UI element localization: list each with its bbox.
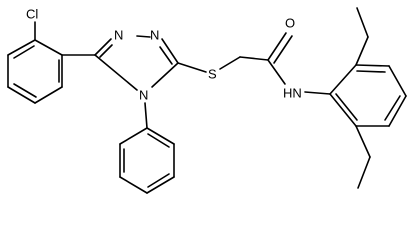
bond bbox=[388, 95, 407, 127]
bond bbox=[267, 32, 287, 61]
bond bbox=[151, 62, 179, 88]
molecule-diagram: Cl N N N S O HN bbox=[7, 7, 407, 194]
bond bbox=[355, 64, 390, 67]
bond bbox=[13, 83, 37, 98]
bond bbox=[147, 173, 170, 188]
bond bbox=[146, 176, 175, 194]
bond bbox=[99, 44, 113, 58]
bond bbox=[356, 7, 369, 38]
bonds bbox=[7, 7, 407, 194]
bond bbox=[13, 45, 35, 59]
bond bbox=[144, 102, 148, 129]
bond bbox=[356, 70, 386, 73]
bond bbox=[34, 39, 63, 56]
bond bbox=[304, 91, 331, 95]
bond bbox=[161, 38, 179, 64]
bond bbox=[136, 35, 151, 38]
atom-labels: Cl N N N S O HN bbox=[26, 7, 302, 103]
bond bbox=[34, 86, 63, 104]
structure-canvas: Cl N N N S O HN bbox=[7, 7, 407, 194]
bond bbox=[267, 59, 286, 85]
bond bbox=[355, 125, 371, 158]
bond bbox=[159, 46, 173, 65]
bond bbox=[119, 176, 148, 194]
amide-nh-label: HN bbox=[283, 86, 302, 101]
sulfur-label: S bbox=[208, 67, 217, 82]
triazole-n4-label: N bbox=[139, 88, 148, 103]
chlorine-label: Cl bbox=[26, 7, 38, 22]
bond bbox=[146, 127, 175, 145]
oxygen-label: O bbox=[285, 16, 295, 31]
bond bbox=[7, 86, 36, 104]
bond bbox=[384, 95, 401, 121]
bond bbox=[273, 35, 293, 64]
bond bbox=[357, 156, 371, 189]
bond bbox=[335, 93, 358, 121]
bond bbox=[177, 62, 207, 73]
bond bbox=[119, 127, 148, 145]
triazole-n2-label: N bbox=[150, 28, 159, 43]
bond bbox=[355, 36, 369, 66]
bond bbox=[147, 133, 170, 148]
bond bbox=[329, 93, 357, 127]
bond bbox=[7, 39, 36, 56]
bond bbox=[239, 56, 269, 61]
bond bbox=[388, 65, 407, 97]
bond bbox=[94, 54, 138, 91]
bond bbox=[219, 56, 241, 70]
triazole-n1-label: N bbox=[114, 28, 123, 43]
bond bbox=[94, 38, 112, 56]
bond bbox=[329, 64, 357, 95]
